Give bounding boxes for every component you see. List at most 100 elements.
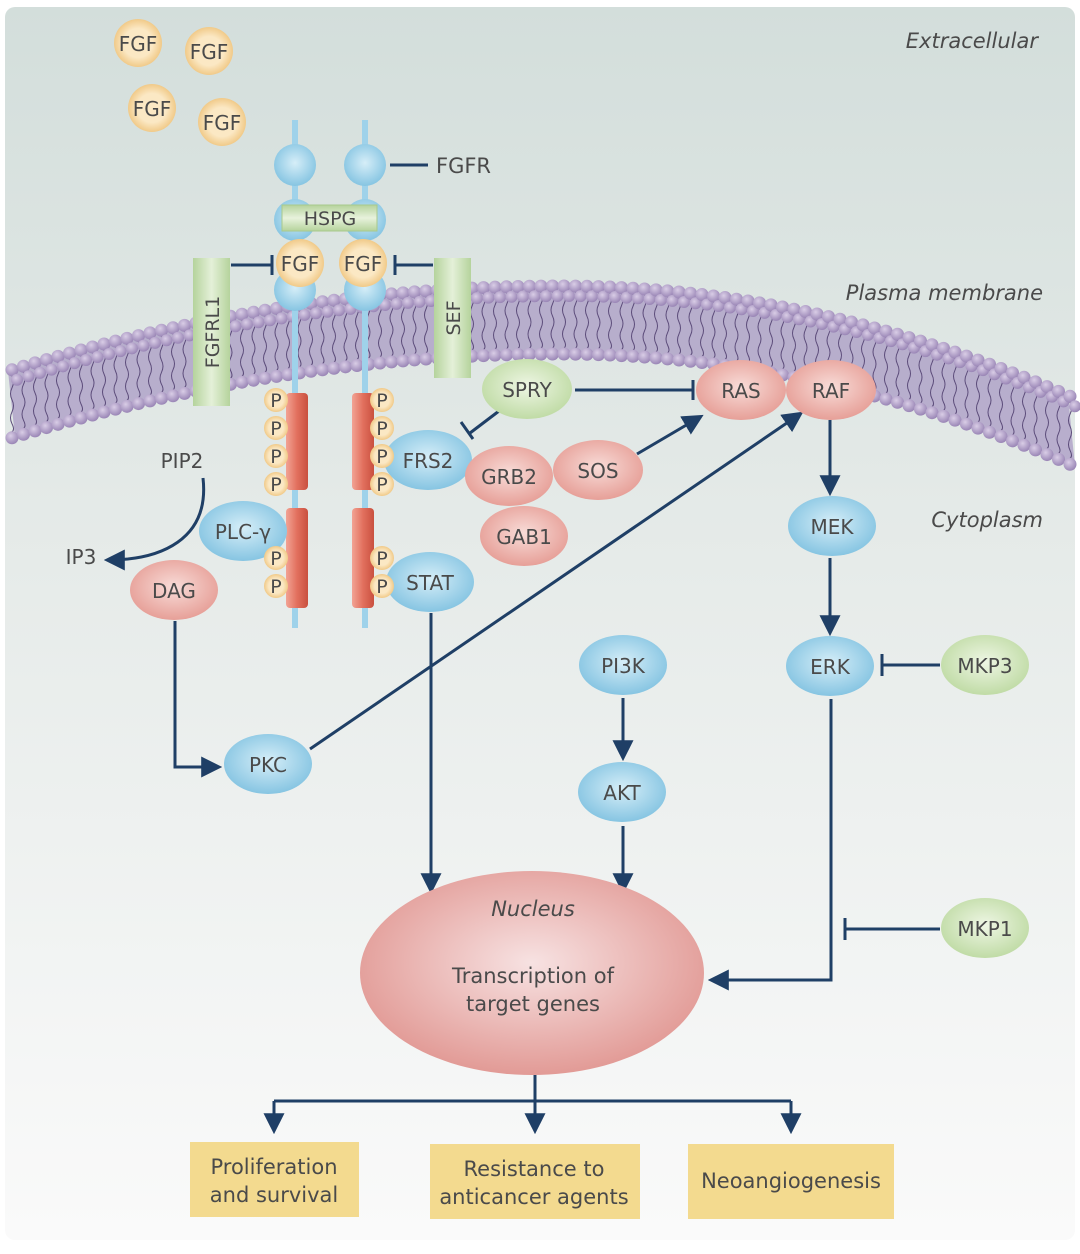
lipid-head xyxy=(902,331,916,345)
lipid-head xyxy=(718,291,732,305)
lipid-head xyxy=(971,353,985,367)
lipid-head xyxy=(166,321,180,335)
outcome-proliferation: Proliferation and survival xyxy=(190,1142,359,1217)
nucleus-label: Nucleus xyxy=(491,897,575,921)
phospho-site xyxy=(370,574,394,598)
free-ligand: FGF xyxy=(128,84,176,132)
lipid-head xyxy=(586,290,598,303)
svg-text:PLC-γ: PLC-γ xyxy=(215,520,271,544)
lipid-head xyxy=(1029,443,1042,457)
lipid-head xyxy=(471,292,483,305)
svg-text:Proliferation: Proliferation xyxy=(210,1155,337,1179)
node-dag: DAG xyxy=(130,560,218,620)
lipid-head xyxy=(494,291,506,304)
lipid-tail xyxy=(355,303,359,360)
svg-text:DAG: DAG xyxy=(152,579,196,603)
lipid-head xyxy=(281,368,295,382)
lipid-tail xyxy=(723,303,727,360)
lipid-head xyxy=(166,389,180,403)
phospho-site xyxy=(370,546,394,570)
lipid-head xyxy=(574,290,587,303)
lipid-head xyxy=(5,363,19,377)
lipid-head xyxy=(419,352,433,366)
node-mkp3: MKP3 xyxy=(941,635,1029,695)
lipid-head xyxy=(333,304,345,317)
lipid-head xyxy=(948,345,962,359)
lipid-tail xyxy=(1033,387,1038,445)
lipid-tail xyxy=(562,291,566,349)
activate-dag-pkc xyxy=(173,621,223,778)
lipid-head xyxy=(1040,380,1054,394)
lipid-tail xyxy=(10,375,14,433)
lipid-head xyxy=(505,290,518,303)
lipid-head xyxy=(638,350,651,364)
lipid-head xyxy=(1063,389,1077,403)
node-gab1: GAB1 xyxy=(480,506,568,566)
lipid-head xyxy=(638,282,651,296)
lipid-tail xyxy=(872,333,877,391)
lipid-tail xyxy=(631,294,635,351)
kinase-domain xyxy=(286,393,308,490)
nucleus: Nucleus Transcription of target genes xyxy=(360,871,704,1075)
lipid-tail xyxy=(941,354,946,411)
lipid-tail xyxy=(366,302,371,359)
nucleus-text-line1: Transcription of xyxy=(451,964,615,988)
lipid-head xyxy=(914,334,927,348)
lipid-tail xyxy=(780,312,785,370)
bound-ligand-left xyxy=(276,239,324,287)
lipid-tail xyxy=(389,299,394,357)
lipid-tail xyxy=(1056,397,1061,454)
lipid-head xyxy=(983,425,996,439)
phospho-site xyxy=(264,472,288,496)
lipid-head xyxy=(91,350,104,363)
node-raf: RAF xyxy=(786,360,876,420)
lipid-head xyxy=(86,408,99,422)
lipid-head xyxy=(178,318,191,332)
svg-text:and survival: and survival xyxy=(210,1183,338,1207)
node-stat: STAT xyxy=(386,552,474,612)
lipid-head xyxy=(327,293,341,307)
lipid-head xyxy=(310,307,322,320)
activate-sos-ras xyxy=(636,414,704,456)
lipid-head xyxy=(511,347,525,361)
lipid-head xyxy=(120,399,134,413)
lipid-head xyxy=(247,305,260,319)
lipid-head xyxy=(172,331,184,344)
lipid-head xyxy=(114,345,127,358)
lipid-head xyxy=(74,343,88,357)
lipid-head xyxy=(413,295,426,308)
lipid-head xyxy=(764,298,778,312)
lipid-head xyxy=(40,421,53,435)
node-mek: MEK xyxy=(788,496,876,556)
lipid-head xyxy=(994,429,1008,443)
lipid-tail xyxy=(171,333,175,391)
fgfr-receptor-dimer: HSPG FGF FGF xyxy=(274,120,387,628)
lipid-tail xyxy=(953,357,957,415)
svg-text:MEK: MEK xyxy=(810,515,854,539)
convert-pip2-ip3 xyxy=(103,477,206,571)
lipid-head xyxy=(109,402,122,416)
lipid-tail xyxy=(424,296,428,354)
lipid-tail xyxy=(1068,402,1072,459)
lipid-head xyxy=(948,413,962,427)
lipid-head xyxy=(741,294,755,308)
lipid-head xyxy=(86,340,99,354)
lipid-head xyxy=(74,411,88,425)
lipid-head xyxy=(241,318,253,331)
lipid-head xyxy=(546,347,559,361)
lipid-head xyxy=(937,341,950,355)
lipid-head xyxy=(879,324,893,338)
lipid-head xyxy=(270,301,283,315)
svg-text:FGF: FGF xyxy=(190,40,229,64)
phospho-site xyxy=(264,574,288,598)
nucleus-text-line2: target genes xyxy=(466,992,600,1016)
lipid-tail xyxy=(596,292,601,350)
lipid-head xyxy=(183,329,196,342)
lipid-head xyxy=(822,310,835,324)
lipid-tail xyxy=(757,308,762,366)
lipid-head xyxy=(252,316,265,329)
lipid-head xyxy=(626,281,640,295)
phospho-site xyxy=(370,388,394,412)
lipid-tail xyxy=(792,314,796,372)
